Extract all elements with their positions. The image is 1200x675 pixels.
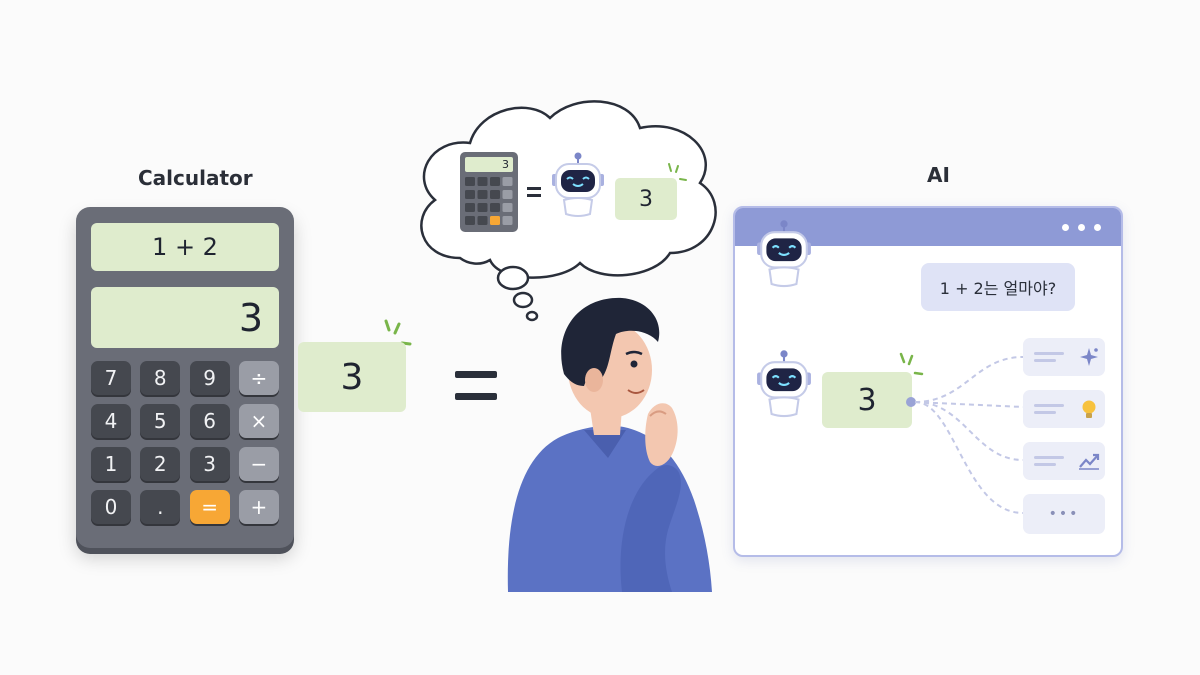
key-3[interactable]: 3	[189, 447, 230, 481]
key-6[interactable]: 6	[189, 404, 230, 438]
ai-answer-text: 3	[822, 372, 912, 428]
mini-calculator: 3	[460, 152, 518, 232]
calculator-expression-display: 1 + 2	[91, 223, 279, 271]
sparkle-icon	[899, 352, 924, 376]
user-question-bubble: 1 + 2는 얼마야?	[921, 263, 1075, 311]
thought-answer-text: 3	[615, 178, 677, 220]
key-multiply[interactable]: ×	[238, 404, 279, 438]
window-dot-icon	[1078, 224, 1085, 231]
key-7[interactable]: 7	[91, 361, 131, 395]
key-0[interactable]: 0	[91, 490, 131, 524]
key-4[interactable]: 4	[91, 404, 131, 438]
robot-icon	[552, 152, 604, 217]
sparkle-icon	[668, 163, 687, 181]
thought-answer-bubble: 3	[615, 178, 677, 220]
more-options-card[interactable]: •••	[1023, 494, 1105, 534]
calc-answer-bubble: 3	[298, 342, 406, 412]
window-dot-icon	[1062, 224, 1069, 231]
trend-chart-icon	[1079, 453, 1100, 470]
key-divide[interactable]: ÷	[238, 361, 279, 395]
key-9[interactable]: 9	[189, 361, 230, 395]
calculator-keypad: 7 8 9 ÷ 4 5 6 × 1 2 3 − 0 . = +	[91, 361, 279, 524]
key-8[interactable]: 8	[140, 361, 181, 395]
ai-title: AI	[927, 163, 950, 187]
suggestion-card[interactable]	[1023, 390, 1105, 428]
sparkle-star-icon	[1080, 348, 1098, 366]
cloud-equals-sign	[527, 185, 541, 199]
mini-calculator-display: 3	[465, 157, 513, 172]
calc-answer-text: 3	[298, 342, 406, 412]
robot-avatar-icon	[757, 350, 811, 418]
key-2[interactable]: 2	[140, 447, 181, 481]
robot-avatar-icon	[757, 220, 811, 288]
equals-sign	[455, 371, 497, 401]
calculator-result-display: 3	[91, 287, 279, 348]
key-decimal[interactable]: .	[140, 490, 181, 524]
calculator: 1 + 2 3 7 8 9 ÷ 4 5 6 × 1 2 3 − 0 . = +	[76, 207, 294, 548]
window-dot-icon	[1094, 224, 1101, 231]
lightbulb-icon	[1082, 400, 1096, 418]
key-5[interactable]: 5	[140, 404, 181, 438]
key-minus[interactable]: −	[238, 447, 279, 481]
thinking-person	[507, 297, 712, 592]
calculator-title: Calculator	[138, 166, 253, 190]
key-1[interactable]: 1	[91, 447, 131, 481]
key-equals[interactable]: =	[189, 490, 230, 524]
key-plus[interactable]: +	[238, 490, 279, 524]
suggestion-card[interactable]	[1023, 338, 1105, 376]
branch-connectors	[906, 356, 1024, 514]
ai-answer-bubble: 3	[822, 372, 912, 428]
mini-keypad-icon	[465, 177, 513, 225]
suggestion-card[interactable]	[1023, 442, 1105, 480]
